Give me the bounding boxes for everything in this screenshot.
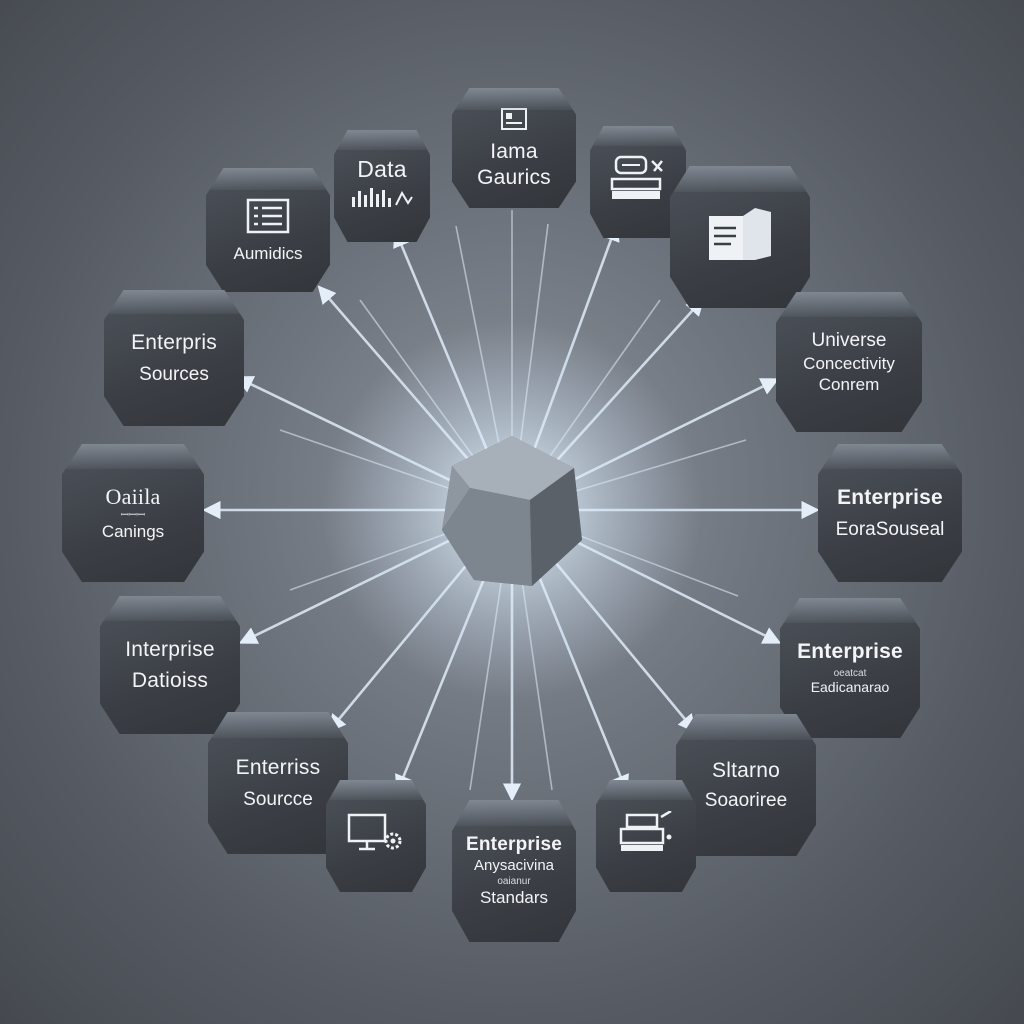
node-top-data[interactable]: Data — [334, 130, 430, 242]
node-label: Conrem — [818, 374, 880, 394]
node-label: Enterriss — [235, 755, 321, 779]
node-right-enterprise-1[interactable]: Enterprise EoraSouseal — [818, 444, 962, 582]
node-bottom-left-monitor[interactable] — [326, 780, 426, 892]
node-label: Enterpris — [131, 330, 217, 354]
node-label: EoraSouseal — [835, 518, 945, 540]
node-label: Eadicanarao — [810, 679, 890, 696]
bar-chart-icon — [350, 185, 414, 212]
documents-icon — [705, 204, 775, 269]
node-lower-left-source[interactable]: Enterriss Sourcce — [208, 712, 348, 854]
node-bottom-standards[interactable]: Enterprise Anysacivina oaianur Standars — [452, 800, 576, 942]
node-label: Enterprise — [837, 485, 943, 509]
node-top-lama[interactable]: Iama Gaurics — [452, 88, 576, 208]
node-label: Sources — [139, 363, 209, 385]
tape-drive-icon — [501, 108, 527, 135]
node-label: Anysacivina — [473, 856, 555, 874]
node-bottom-right-printer[interactable] — [596, 780, 696, 892]
monitor-gear-icon — [347, 811, 405, 860]
server-rack-icon — [608, 153, 668, 210]
list-document-icon — [246, 198, 290, 239]
node-label: Data — [357, 155, 407, 182]
node-sublabel: oeatcat — [833, 668, 867, 680]
node-left-enterprise-datioiss[interactable]: Interprise Datioiss — [100, 596, 240, 734]
node-sublabel: ꟷꟷꟷ — [120, 510, 146, 522]
node-label: Canings — [101, 522, 165, 542]
node-label: Soaoriree — [704, 789, 788, 811]
node-right-universe[interactable]: Universe Concectivity Conrem — [776, 292, 922, 432]
node-label: Oaiila — [105, 483, 161, 509]
node-upper-left[interactable]: Aumidics — [206, 168, 330, 292]
node-left-caniings[interactable]: Oaiila ꟷꟷꟷ Canings — [62, 444, 204, 582]
polyhedron-hub-icon — [442, 436, 582, 586]
node-label: Interprise — [125, 637, 215, 661]
node-label: Sourcce — [243, 788, 313, 810]
node-right-documents[interactable] — [670, 166, 810, 308]
printer-icon — [617, 809, 675, 860]
node-right-enterprise-2[interactable]: Enterprise oeatcat Eadicanarao — [780, 598, 920, 738]
node-label: Sltarno — [712, 758, 780, 782]
node-label: Aumidics — [233, 243, 303, 263]
node-label: Iama — [490, 140, 538, 164]
node-label: Gaurics — [477, 165, 551, 189]
node-label: Concectivity — [803, 353, 895, 373]
node-label: Enterprise — [797, 640, 903, 664]
node-left-enterpris-sources[interactable]: Enterpris Sources — [104, 290, 244, 426]
node-label: Datioiss — [131, 669, 209, 692]
node-label: Standars — [479, 887, 549, 907]
node-sublabel: oaianur — [497, 875, 531, 887]
node-label: Enterprise — [466, 834, 562, 856]
node-label: Universe — [811, 329, 887, 351]
node-lower-right-slitarno[interactable]: Sltarno Soaoriree — [676, 714, 816, 856]
